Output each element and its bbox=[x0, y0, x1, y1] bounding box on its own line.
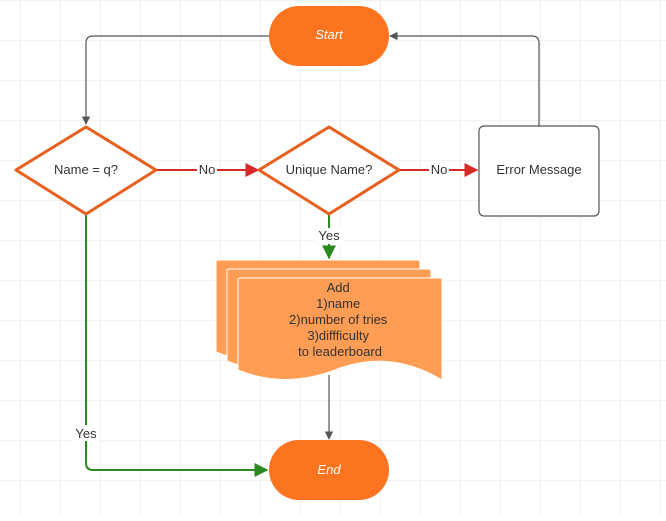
start-node-label: Start bbox=[315, 27, 344, 42]
add-line-4: 3)diffficulty bbox=[307, 328, 369, 343]
name-check-decision[interactable]: Name = q? bbox=[14, 125, 158, 216]
add-line-2: 1)name bbox=[316, 296, 360, 311]
edge-label-yes-unique: Yes bbox=[318, 228, 340, 243]
label-bg-no2 bbox=[429, 162, 449, 178]
label-bg-yes-unique bbox=[315, 228, 343, 244]
connector-start-to-name-check bbox=[81, 35, 270, 125]
label-bg-no1 bbox=[197, 162, 217, 178]
end-node-label: End bbox=[317, 462, 341, 477]
end-node[interactable]: End bbox=[269, 440, 389, 500]
unique-check-decision[interactable]: Unique Name? bbox=[257, 125, 401, 216]
edge-label-no-1: No bbox=[199, 162, 216, 177]
error-message-node[interactable]: Error Message bbox=[478, 125, 600, 217]
add-to-leaderboard-node[interactable]: Add 1)name 2)number of tries 3)diffficul… bbox=[215, 259, 443, 381]
add-line-5: to leaderboard bbox=[298, 344, 382, 359]
name-check-label: Name = q? bbox=[54, 162, 118, 177]
add-node-label: Add 1)name 2)number of tries 3)diffficul… bbox=[289, 280, 391, 359]
connector-error-to-start bbox=[389, 31, 540, 126]
add-line-1: Add bbox=[327, 280, 350, 295]
document-front bbox=[237, 277, 443, 381]
edge-label-no-2: No bbox=[431, 162, 448, 177]
label-bg-yes-end bbox=[72, 425, 100, 441]
edge-label-yes-end: Yes bbox=[75, 426, 97, 441]
connector-yes-name-to-end bbox=[85, 215, 269, 477]
start-node[interactable]: Start bbox=[269, 6, 389, 66]
error-message-label: Error Message bbox=[496, 162, 581, 177]
unique-check-label: Unique Name? bbox=[286, 162, 373, 177]
add-line-3: 2)number of tries bbox=[289, 312, 388, 327]
